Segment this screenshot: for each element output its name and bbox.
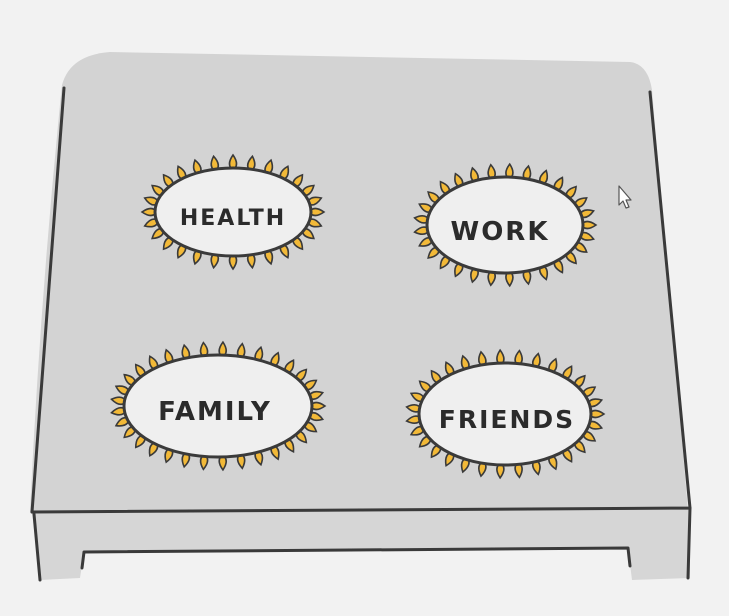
burner-label-work: WORK <box>451 217 550 247</box>
mouse-pointer-icon <box>618 185 632 209</box>
burner-label-health: HEALTH <box>180 206 286 231</box>
stove-top-outline <box>30 86 692 514</box>
burner-label-family: FAMILY <box>158 397 272 427</box>
burner-work[interactable] <box>413 162 598 288</box>
stove-front-panel <box>32 508 690 580</box>
burner-plate <box>153 166 313 258</box>
stove-front-outline <box>30 506 692 582</box>
burner-plate <box>425 175 585 275</box>
burner-friends[interactable] <box>405 348 606 480</box>
burner-plate <box>417 361 593 467</box>
stove-top-surface <box>30 52 688 512</box>
burner-label-friends: FRIENDS <box>439 405 575 434</box>
burner-plate <box>122 353 314 459</box>
burner-family[interactable] <box>110 340 327 472</box>
burner-health[interactable] <box>140 153 326 271</box>
